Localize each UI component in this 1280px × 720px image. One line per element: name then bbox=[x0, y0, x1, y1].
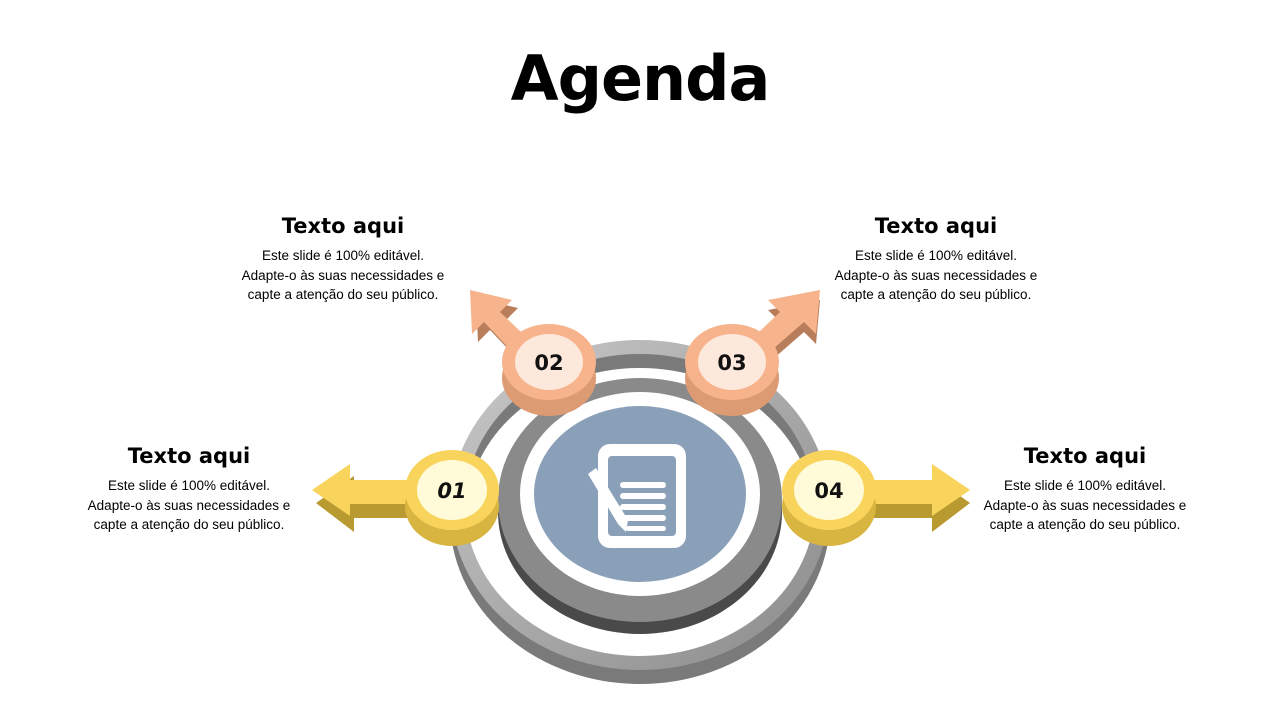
item-line: Adapte-o às suas necessidades e bbox=[983, 497, 1187, 513]
document-pen-icon bbox=[588, 444, 686, 548]
item-heading: Texto aqui bbox=[1023, 444, 1147, 468]
slide-title: Agenda bbox=[510, 42, 771, 115]
item-line: Adapte-o às suas necessidades e bbox=[241, 267, 445, 283]
item-line: Este slide é 100% editável. bbox=[1003, 478, 1167, 493]
item-heading: Texto aqui bbox=[281, 214, 405, 238]
item-line: capte a atenção do seu público. bbox=[247, 287, 439, 302]
badge-number: 04 bbox=[814, 479, 843, 503]
item-line: capte a atenção do seu público. bbox=[989, 517, 1181, 532]
item-line: Este slide é 100% editável. bbox=[107, 478, 271, 493]
badge-number: 02 bbox=[534, 351, 563, 375]
item-line: capte a atenção do seu público. bbox=[840, 287, 1032, 302]
item-line: capte a atenção do seu público. bbox=[93, 517, 285, 532]
agenda-item-03: Texto aqui Este slide é 100% editável. Ad… bbox=[806, 214, 1066, 305]
item-line: Este slide é 100% editável. bbox=[854, 248, 1018, 263]
badge-03: 03 bbox=[685, 324, 779, 416]
arrow-left bbox=[312, 464, 414, 532]
arrow-right bbox=[870, 464, 970, 532]
item-heading: Texto aqui bbox=[874, 214, 998, 238]
agenda-item-02: Texto aqui Este slide é 100% editável. Ad… bbox=[213, 214, 473, 305]
agenda-item-01: Texto aqui Este slide é 100% editável. Ad… bbox=[59, 444, 319, 535]
item-line: Este slide é 100% editável. bbox=[261, 248, 425, 263]
item-heading: Texto aqui bbox=[127, 444, 251, 468]
agenda-item-04: Texto aqui Este slide é 100% editável. Ad… bbox=[955, 444, 1215, 535]
item-line: Adapte-o às suas necessidades e bbox=[834, 267, 1038, 283]
badge-number: 01 bbox=[437, 479, 466, 503]
badge-01: 01 bbox=[405, 450, 499, 546]
badge-02: 02 bbox=[502, 324, 596, 416]
badge-04: 04 bbox=[782, 450, 876, 546]
item-line: Adapte-o às suas necessidades e bbox=[87, 497, 291, 513]
badge-number: 03 bbox=[717, 351, 746, 375]
